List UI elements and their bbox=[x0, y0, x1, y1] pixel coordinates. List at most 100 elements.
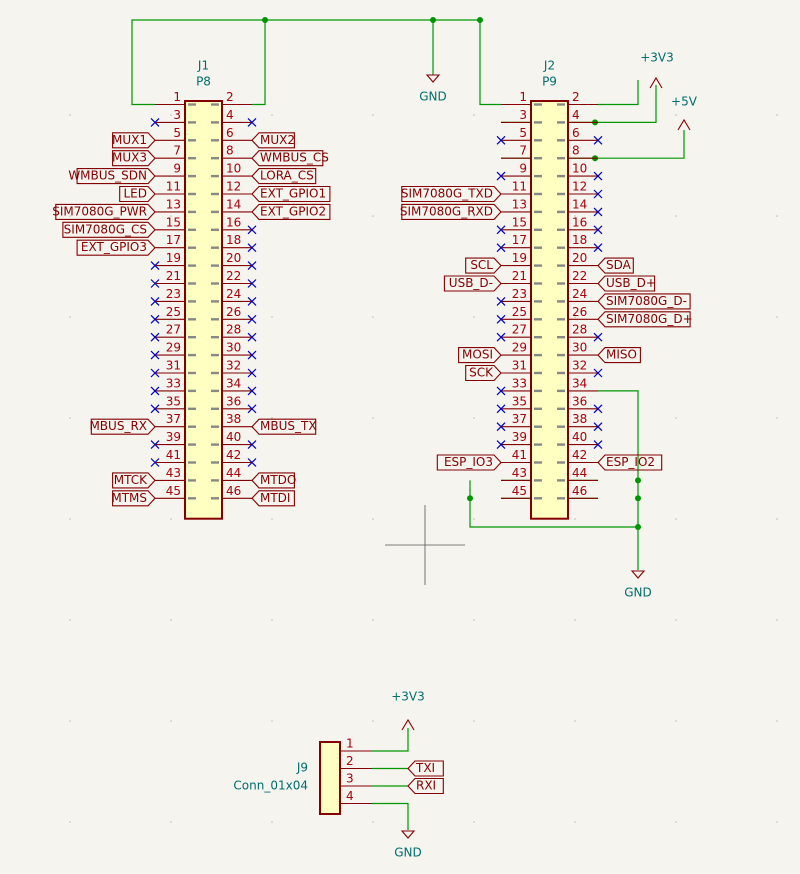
label-outline bbox=[251, 203, 331, 220]
global-label-esp_io3: ESP_IO3 bbox=[444, 455, 493, 469]
pin-number-17: 17 bbox=[512, 233, 527, 247]
grid-dot bbox=[170, 417, 172, 419]
pin-number-10: 10 bbox=[572, 162, 587, 176]
pin-contact bbox=[534, 210, 542, 214]
no-connect-marker bbox=[247, 314, 257, 324]
pin-contact bbox=[557, 389, 565, 393]
gnd-symbol bbox=[425, 74, 441, 83]
pin-contact bbox=[188, 192, 196, 196]
grid-dot bbox=[776, 619, 778, 621]
pin-contact bbox=[211, 246, 219, 249]
pin-contact bbox=[534, 246, 542, 249]
label-outline bbox=[62, 221, 156, 238]
pin-contact bbox=[534, 461, 542, 464]
gnd-symbol bbox=[630, 570, 646, 579]
pin-contact bbox=[188, 121, 196, 124]
pin-contact bbox=[557, 103, 565, 106]
pin-contact bbox=[188, 264, 196, 267]
label-outline bbox=[443, 275, 502, 292]
pin-contact bbox=[188, 157, 196, 160]
pin-number-46: 46 bbox=[572, 484, 587, 498]
no-connect-marker bbox=[496, 332, 506, 342]
pin-contact bbox=[211, 264, 219, 267]
global-label-esp_io2: ESP_IO2 bbox=[606, 455, 655, 469]
global-label-sim7080g_rxd: SIM7080G_RXD bbox=[400, 204, 493, 218]
global-label-mux3: MUX3 bbox=[112, 151, 147, 165]
pin-contact bbox=[534, 192, 542, 196]
pin-number-28: 28 bbox=[226, 323, 241, 337]
grid-dot bbox=[776, 720, 778, 722]
pin-number-27: 27 bbox=[166, 323, 181, 337]
gnd-symbol bbox=[400, 830, 416, 839]
no-connect-marker bbox=[496, 386, 506, 396]
label-outline bbox=[90, 418, 156, 435]
label-outline bbox=[251, 150, 324, 167]
grid-dot bbox=[574, 215, 576, 217]
junction-dot bbox=[635, 477, 641, 484]
pin-contact bbox=[557, 318, 565, 321]
grid-dot bbox=[69, 215, 71, 217]
junction-dot bbox=[635, 495, 641, 502]
wire bbox=[372, 802, 409, 830]
grid-dot bbox=[473, 821, 475, 823]
pin-number-13: 13 bbox=[512, 197, 527, 211]
pin-number-30: 30 bbox=[226, 341, 241, 355]
pin-contact bbox=[188, 246, 196, 249]
wire bbox=[598, 80, 639, 106]
grid-dot bbox=[675, 114, 677, 116]
no-connect-marker bbox=[150, 386, 160, 396]
power-label-gnd_bottom: GND bbox=[394, 846, 422, 860]
label-outline bbox=[458, 347, 502, 364]
pin-contact bbox=[211, 407, 219, 410]
pin-contact bbox=[534, 282, 542, 285]
global-label-ext_gpio1: EXT_GPIO1 bbox=[260, 187, 326, 201]
pin-contact bbox=[188, 389, 196, 393]
pin-contact bbox=[188, 174, 196, 178]
grid-dot bbox=[271, 316, 273, 318]
no-connect-marker bbox=[593, 207, 603, 217]
pin-contact bbox=[188, 318, 196, 321]
pin-number-41: 41 bbox=[512, 448, 527, 462]
pin-number-23: 23 bbox=[512, 287, 527, 301]
no-connect-marker bbox=[593, 189, 603, 199]
pin-number-42: 42 bbox=[572, 448, 587, 462]
global-label-sda: SDA bbox=[606, 258, 632, 272]
pin-number-45: 45 bbox=[512, 484, 527, 498]
pin-number-37: 37 bbox=[512, 412, 527, 426]
pin-number-1: 1 bbox=[346, 737, 354, 751]
grid-dot bbox=[170, 518, 172, 520]
pin-number-40: 40 bbox=[572, 430, 587, 444]
no-connect-marker bbox=[150, 314, 160, 324]
junction-dot bbox=[635, 524, 641, 530]
pin-contact bbox=[557, 371, 565, 375]
label-outline bbox=[112, 472, 156, 489]
grid-dot bbox=[170, 720, 172, 722]
pin-number-5: 5 bbox=[173, 126, 181, 140]
no-connect-marker bbox=[496, 296, 506, 306]
no-connect-marker bbox=[593, 422, 603, 432]
pin-number-45: 45 bbox=[166, 484, 181, 498]
component-ref: J2 bbox=[543, 59, 555, 73]
component-value: P8 bbox=[196, 75, 211, 89]
global-label-sim7080g_d+: SIM7080G_D+ bbox=[606, 312, 693, 326]
global-label-sim7080g_cs: SIM7080G_CS bbox=[64, 222, 147, 236]
grid-dot bbox=[69, 114, 71, 116]
power-label-v3v3_top: +3V3 bbox=[640, 51, 674, 65]
label-outline bbox=[55, 203, 156, 220]
no-connect-marker bbox=[150, 279, 160, 288]
label-outline bbox=[119, 185, 156, 203]
grid-dot bbox=[170, 821, 172, 823]
pin-number-33: 33 bbox=[512, 376, 527, 390]
grid-dot bbox=[372, 114, 374, 116]
grid-dot bbox=[675, 417, 677, 419]
wire bbox=[252, 19, 480, 106]
pin-number-18: 18 bbox=[572, 233, 587, 247]
pin-contact bbox=[188, 497, 196, 500]
connector-body bbox=[530, 100, 569, 520]
grid-dot bbox=[574, 821, 576, 823]
grid-dot bbox=[675, 518, 677, 520]
